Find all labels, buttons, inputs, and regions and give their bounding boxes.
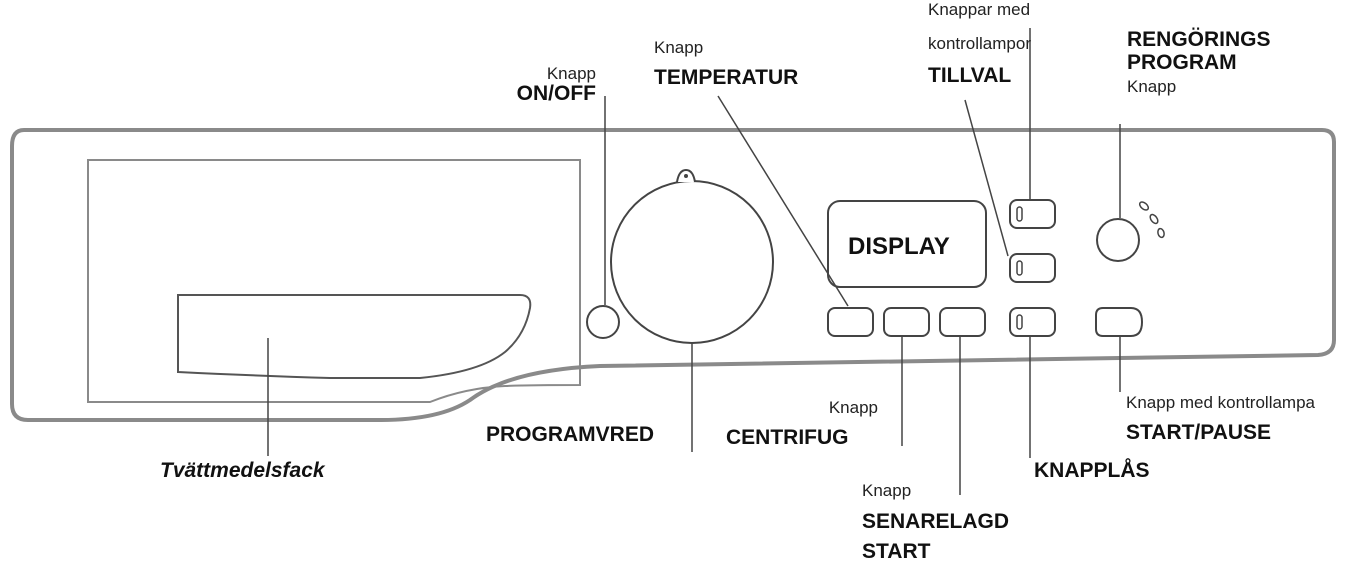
cleaning-program-label-1: RENGÖRINGS xyxy=(1127,28,1271,51)
start-pause-button[interactable] xyxy=(1095,307,1144,337)
on-off-button[interactable] xyxy=(586,305,620,339)
delay-start-button[interactable] xyxy=(939,307,986,337)
key-lock-label: KNAPPLÅS xyxy=(1034,459,1150,482)
option-lamp-2 xyxy=(1016,260,1023,276)
spin-button[interactable] xyxy=(883,307,930,337)
display-screen xyxy=(827,200,987,288)
delay-start-caption: Knapp xyxy=(862,481,912,500)
display-label: DISPLAY xyxy=(848,233,950,260)
program-dial-label: PROGRAMVRED xyxy=(486,423,655,446)
temperature-button[interactable] xyxy=(827,307,874,337)
spin-label: CENTRIFUG xyxy=(726,426,849,449)
options-caption-1: Knappar med xyxy=(928,0,1031,19)
temperature-caption: Knapp xyxy=(654,38,704,57)
start-pause-label: START/PAUSE xyxy=(1126,421,1272,444)
detergent-drawer-label: Tvättmedelsfack xyxy=(160,459,325,482)
delay-start-label-2: START xyxy=(862,540,931,563)
key-lock-button[interactable] xyxy=(1009,307,1056,337)
knob-indicator-2 xyxy=(1149,213,1159,225)
on-off-label: ON/OFF xyxy=(516,82,596,105)
start-pause-caption: Knapp med kontrollampa xyxy=(1126,393,1316,412)
key-lock-lamp xyxy=(1016,314,1023,330)
panel-outline xyxy=(10,128,1336,422)
options-label: TILLVAL xyxy=(928,64,1012,87)
option-lamp-1 xyxy=(1016,206,1023,222)
delay-start-label-1: SENARELAGD xyxy=(862,510,1010,533)
temperature-label: TEMPERATUR xyxy=(654,66,799,89)
cleaning-program-knob[interactable] xyxy=(1096,218,1140,262)
cleaning-program-caption: Knapp xyxy=(1127,77,1177,96)
cleaning-program-label-2: PROGRAM xyxy=(1127,51,1237,74)
options-caption-2: kontrollampor xyxy=(928,34,1031,53)
program-dial[interactable] xyxy=(610,180,774,344)
detergent-drawer xyxy=(87,159,581,403)
drawer-handle xyxy=(177,294,532,379)
knob-indicator-3 xyxy=(1157,227,1165,239)
on-off-caption: Knapp xyxy=(546,64,596,83)
spin-caption: Knapp xyxy=(828,398,878,417)
dial-marker xyxy=(684,174,688,178)
knob-indicator-1 xyxy=(1138,201,1150,211)
option-button-1[interactable] xyxy=(1009,199,1056,229)
option-button-2[interactable] xyxy=(1009,253,1056,283)
leader-lines xyxy=(267,28,1121,495)
